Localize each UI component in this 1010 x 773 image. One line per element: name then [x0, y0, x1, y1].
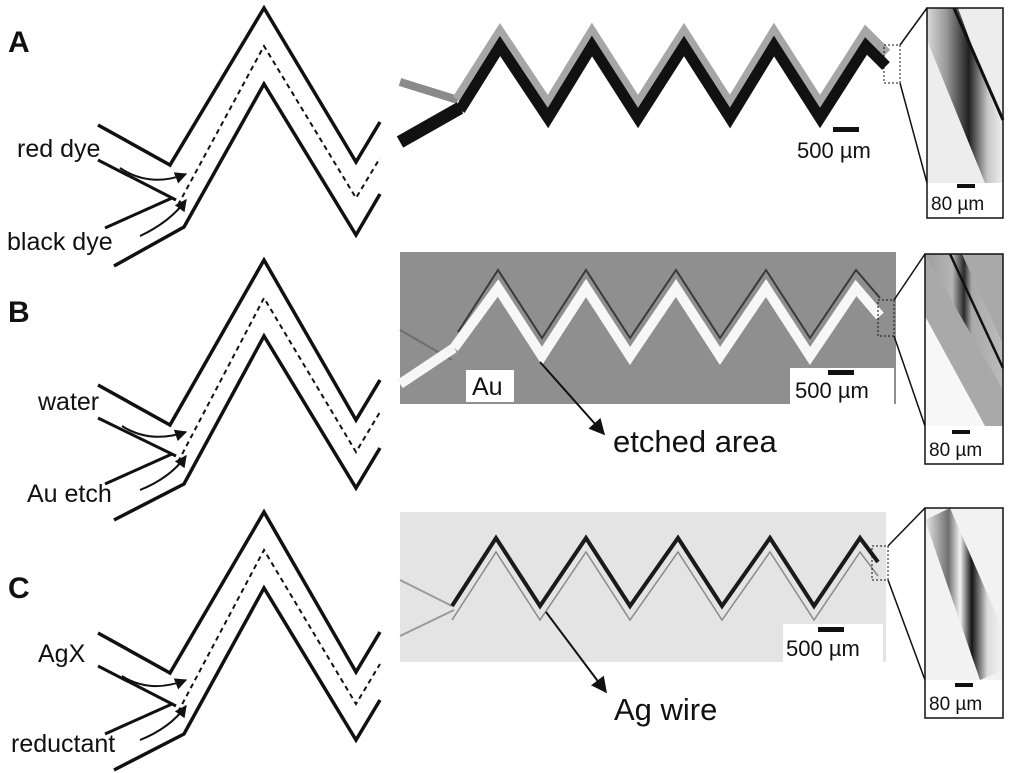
- channel-wall-outer: [97, 4, 382, 168]
- inlet-label-top-b: water: [37, 388, 99, 416]
- zoom-line-bottom: [893, 335, 926, 427]
- zigzag-red-stream: [452, 22, 891, 118]
- inlet-label-top-a: red dye: [17, 135, 100, 163]
- inset-wall-edge: [952, 7, 1005, 121]
- laminar-interface-dashed: [177, 295, 381, 463]
- inlet-label-top-c: AgX: [38, 640, 86, 668]
- inset-caption-area: [927, 183, 1003, 218]
- panel-c: C AgX reductant 500 µm Ag wire: [8, 507, 1004, 772]
- laminar-interface-dashed: [177, 43, 381, 206]
- inlet-label-bottom-b: Au etch: [27, 480, 112, 508]
- laminar-interface-dashed: [177, 547, 381, 713]
- scale-label-inset-c: 80 µm: [929, 694, 982, 715]
- scale-label-inset-b: 80 µm: [929, 440, 982, 461]
- micrograph-b: Au 500 µm: [397, 252, 926, 427]
- callout-etched-area: etched area: [613, 424, 777, 459]
- flow-arrow-bottom: [139, 455, 187, 491]
- inset-c: 80 µm: [924, 507, 1004, 719]
- zigzag-ag-wire: [450, 534, 880, 610]
- zoom-line-bottom: [887, 579, 926, 681]
- scale-label-main-a: 500 µm: [797, 138, 871, 163]
- flow-arrow-top: [119, 167, 188, 184]
- flow-arrow-bottom: [139, 705, 187, 741]
- channel-wall-inner: [113, 584, 382, 772]
- inlet-divider-top: [97, 416, 177, 458]
- panel-letter-c: C: [8, 572, 30, 605]
- panel-b: B water Au etch Au 500 µm e: [8, 252, 1005, 522]
- inlet-label-bottom-c: reductant: [11, 730, 115, 758]
- panel-letter-a: A: [8, 26, 30, 59]
- panel-a: A red dye black dye 500 µm: [7, 4, 1005, 268]
- inset-b: 80 µm: [924, 253, 1005, 465]
- inlet-divider-bottom: [104, 452, 173, 486]
- scale-bar-inset-b: [952, 430, 970, 434]
- inset-stream-band: [927, 8, 1003, 183]
- zigzag-black-stream: [455, 35, 890, 129]
- inlet-stream-red: [398, 78, 460, 104]
- scale-bar-inset-a: [957, 184, 975, 188]
- inlet-divider-bottom: [104, 702, 173, 736]
- scale-label-main-b: 500 µm: [795, 378, 869, 403]
- inset-stream-band: [925, 254, 1003, 390]
- substrate-label-au: Au: [472, 373, 503, 401]
- channel-wall-outer: [97, 256, 382, 428]
- scale-label-main-c: 500 µm: [786, 636, 860, 661]
- scale-label-inset-a: 80 µm: [931, 194, 984, 215]
- zoom-region-box: [883, 44, 901, 84]
- scale-bar-main-b: [828, 370, 854, 375]
- inset-frame: [924, 253, 1004, 465]
- inset-etched-region: [925, 316, 985, 426]
- inlet-divider-top: [97, 158, 177, 202]
- zoom-line-bottom: [899, 82, 928, 184]
- channel-wall-outer: [97, 508, 382, 676]
- flow-arrow-bottom: [139, 199, 187, 237]
- zoom-line-top: [899, 7, 928, 46]
- micrograph-a: 500 µm: [396, 7, 928, 184]
- channel-schematic-c: [97, 508, 382, 772]
- scale-bar-main-c: [818, 627, 844, 632]
- inlet-divider-top: [97, 664, 177, 708]
- zigzag-channel-wall: [451, 550, 879, 622]
- inlet-edge-bottom: [399, 609, 455, 637]
- callout-arrow-etched: [539, 361, 606, 436]
- inset-wall-edge: [948, 253, 1005, 369]
- inlet-label-bottom-a: black dye: [7, 228, 113, 256]
- callout-arrow-ag: [545, 611, 607, 694]
- inset-frame: [924, 507, 1004, 719]
- channel-schematic-b: [97, 256, 382, 522]
- zoom-region-box: [877, 299, 895, 337]
- inset-frame: [926, 7, 1004, 219]
- inlet-stream-black: [396, 102, 464, 148]
- scale-bar-inset-c: [955, 683, 973, 687]
- callout-ag-wire: Ag wire: [614, 692, 717, 727]
- inlet-etched-stream: [397, 343, 457, 389]
- scale-bar-main-a: [833, 127, 859, 132]
- zoom-line-top: [887, 507, 926, 547]
- zigzag-channel-wall: [457, 268, 881, 340]
- zoom-line-top: [893, 253, 926, 301]
- zoom-region-box: [871, 545, 889, 581]
- inlet-edge-top: [399, 579, 453, 607]
- channel-wall-inner: [113, 80, 382, 268]
- flow-arrow-top: [121, 425, 188, 442]
- micrograph-c: 500 µm: [399, 507, 926, 681]
- channel-wall-inner: [113, 332, 382, 522]
- flow-arrow-top: [121, 675, 188, 690]
- inset-stream-band: [925, 508, 1003, 680]
- substrate-label-box: [466, 370, 514, 402]
- channel-schematic-a: [97, 4, 382, 268]
- inlet-divider-bottom: [104, 196, 173, 230]
- panel-letter-b: B: [8, 296, 30, 329]
- zigzag-etched-stream: [449, 278, 884, 366]
- inset-a: 80 µm: [926, 7, 1005, 219]
